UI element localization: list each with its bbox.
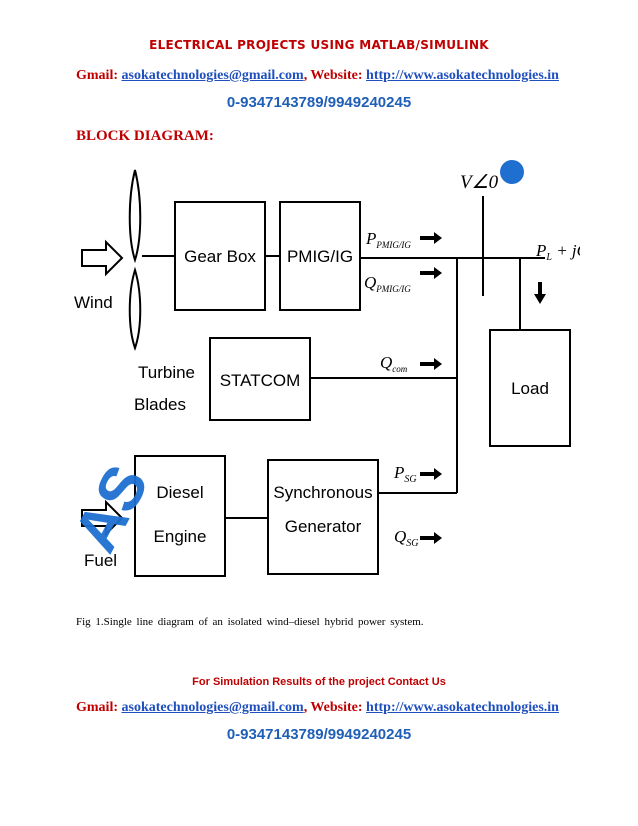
v-angle-label: V∠0 [460, 172, 499, 193]
pmig-block [279, 201, 361, 311]
statcom-label: STATCOM [220, 371, 301, 390]
p-pmig-label: PPMIG/IG [365, 229, 411, 250]
gmail-link[interactable]: asokatechnologies@gmail.com [121, 68, 304, 83]
arrow-load [534, 282, 546, 304]
turbine-blade-top [128, 169, 142, 264]
fuel-arrow [81, 499, 124, 537]
diesel-engine-block [134, 455, 226, 577]
q-com-label: Qcom [380, 353, 408, 374]
watermark-dot [500, 160, 524, 184]
arrow-p-sg [420, 468, 442, 480]
footer-contact-line: Gmail: asokatechnologies@gmail.com, Webs… [76, 700, 559, 716]
footer-phone: 0-9347143789/9949240245 [226, 726, 412, 743]
header-contact-line: Gmail: asokatechnologies@gmail.com, Webs… [76, 68, 559, 84]
block-diagram: Gear Box PMIG/IG STATCOM Load Diesel Eng… [74, 169, 580, 577]
load-power-label: PL + jQL [535, 241, 580, 263]
website-label: , Website: [303, 68, 367, 83]
load-block [489, 329, 571, 447]
footer-gmail-link[interactable]: asokatechnologies@gmail.com [121, 700, 304, 715]
gearbox-label: Gear Box [184, 247, 256, 266]
footer-contact-text: For Simulation Results of the project Co… [192, 676, 446, 688]
arrow-q-com [420, 358, 442, 370]
header-phone: 0-9347143789/9949240245 [226, 94, 412, 111]
q-sg-label: QSG [394, 527, 419, 549]
pmig-label: PMIG/IG [287, 247, 353, 266]
wind-label: Wind [74, 293, 113, 312]
statcom-block [209, 337, 311, 421]
gmail-label: Gmail: [76, 68, 122, 83]
footer-website-link[interactable]: http://www.asokatechnologies.in [366, 700, 559, 715]
figure-caption: Fig 1.Single line diagram of an isolated… [76, 616, 424, 628]
arrow-q-pmig [420, 267, 442, 279]
turbine-blade-bottom [128, 266, 142, 352]
wind-arrow [81, 239, 124, 277]
turbine-label-1: Turbine [138, 363, 195, 382]
website-link[interactable]: http://www.asokatechnologies.in [366, 68, 559, 83]
fuel-label: Fuel [84, 551, 117, 570]
sync-generator-block [267, 459, 379, 575]
turbine-label-2: Blades [134, 395, 186, 414]
header-title: ELECTRICAL PROJECTS USING MATLAB/SIMULIN… [149, 38, 489, 52]
load-label: Load [511, 379, 549, 398]
diesel-label-1: Diesel [156, 483, 203, 502]
section-title: BLOCK DIAGRAM: [76, 128, 214, 144]
sync-label-2: Generator [285, 517, 362, 536]
footer-website-label: , Website: [303, 700, 367, 715]
diesel-label-2: Engine [154, 527, 207, 546]
p-sg-label: PSG [393, 463, 417, 485]
q-pmig-label: QPMIG/IG [364, 273, 411, 294]
arrow-p-pmig [420, 232, 442, 244]
arrow-q-sg [420, 532, 442, 544]
sync-label-1: Synchronous [273, 483, 372, 502]
footer-gmail-label: Gmail: [76, 700, 122, 715]
